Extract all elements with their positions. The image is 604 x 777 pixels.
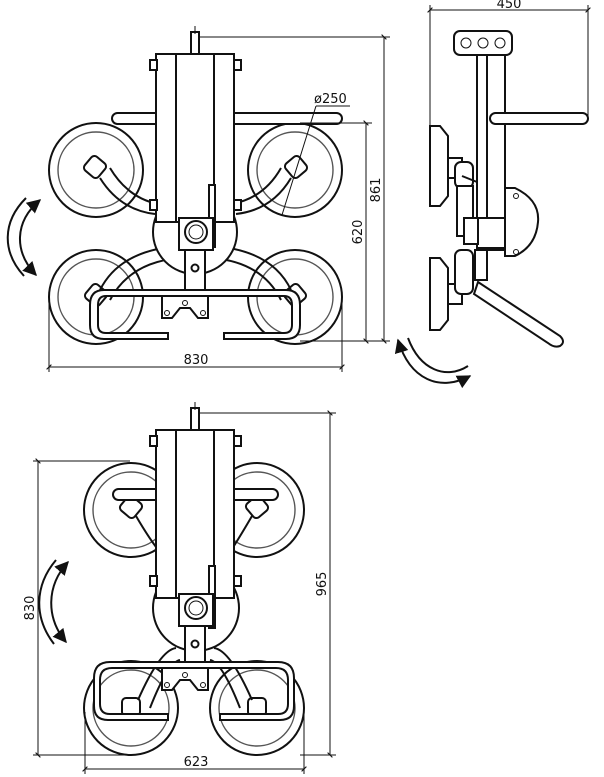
suction-cup-top-left <box>48 122 144 218</box>
dim-front-height: 861 <box>369 178 384 203</box>
dim-side-width: 450 <box>497 0 522 12</box>
loop-handle <box>89 289 301 340</box>
bottom-loop-handle <box>93 661 295 721</box>
dim-cup-diameter: ø250 <box>314 92 347 107</box>
dim-bottom-height: 830 <box>23 596 38 621</box>
suction-cup-lower-right <box>209 660 305 756</box>
side-cup-lower <box>429 257 449 331</box>
dim-front-width: 830 <box>184 353 209 368</box>
front-view: 830 861 620 ø250 <box>6 26 390 372</box>
rotation-arrow-icon <box>394 338 472 389</box>
side-view: 450 <box>394 0 591 389</box>
side-angled-grip <box>472 280 564 348</box>
main-beam <box>155 53 235 223</box>
dim-bottom-total-height: 965 <box>315 572 330 597</box>
dim-inner-height: 620 <box>351 220 366 245</box>
bottom-main-beam <box>155 429 235 599</box>
side-crossbar <box>489 112 589 125</box>
side-cup-upper <box>429 125 449 207</box>
suction-cup-top-right <box>247 122 343 218</box>
rotation-arrow-icon <box>19 199 42 277</box>
top-plate <box>453 30 513 56</box>
dim-bottom-width: 623 <box>184 755 209 770</box>
suction-cup-lower-left <box>83 660 179 756</box>
lifting-eye <box>190 31 200 55</box>
rotation-arrow-icon <box>50 560 69 644</box>
bottom-view: 623 830 965 <box>23 402 336 774</box>
